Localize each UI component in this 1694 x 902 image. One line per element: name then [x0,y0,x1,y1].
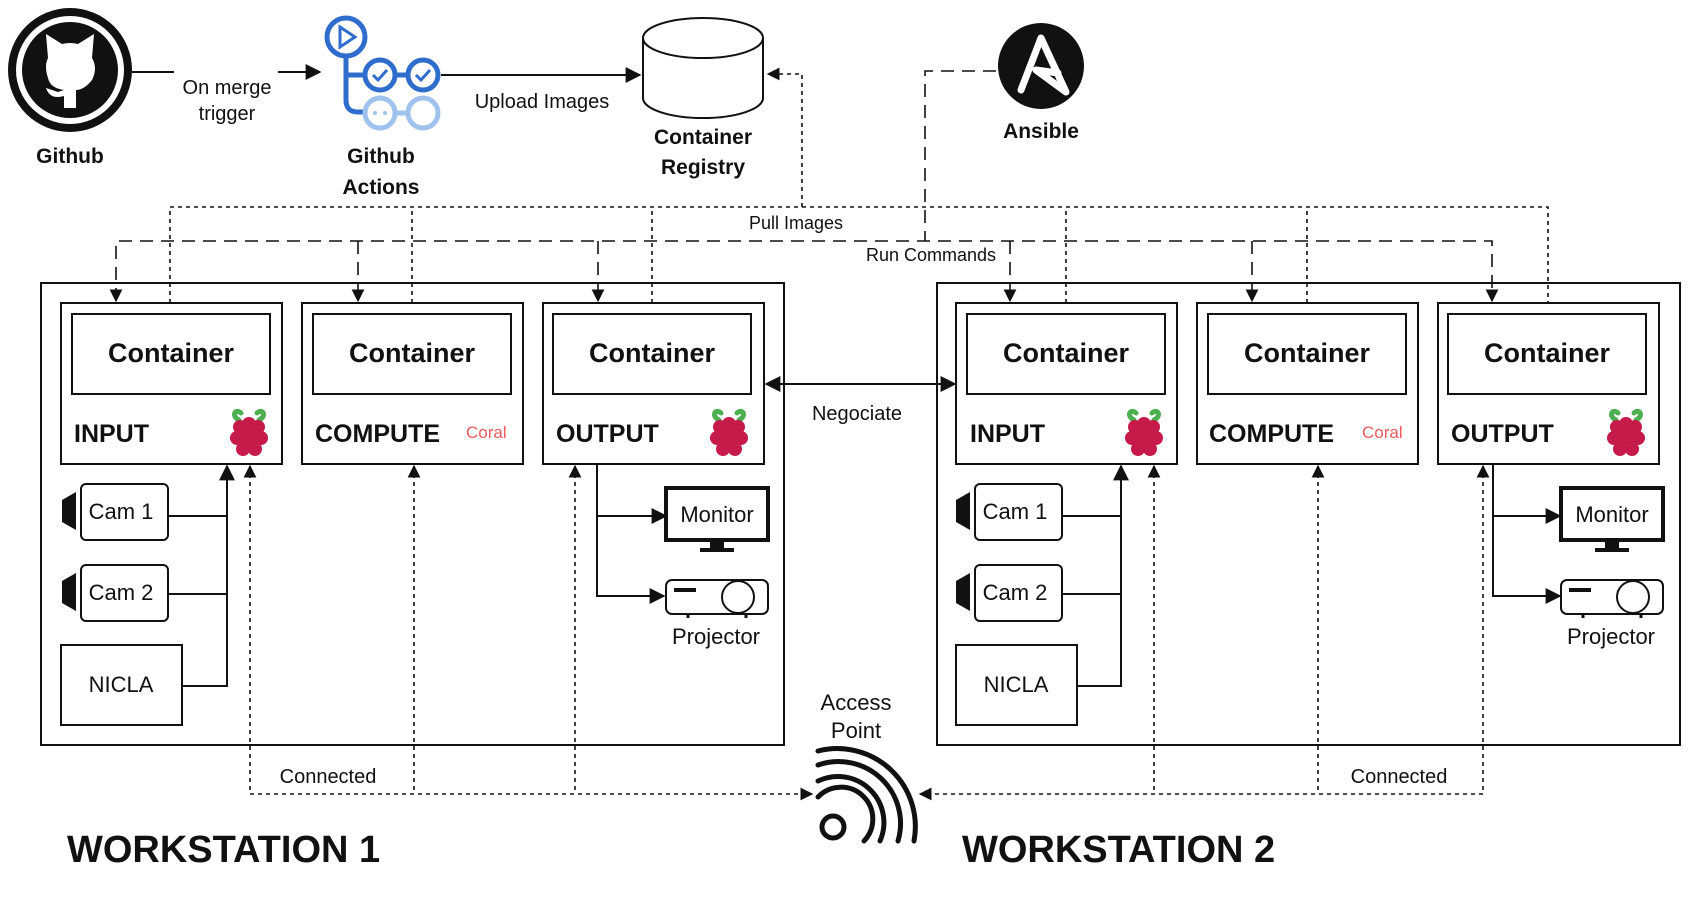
svg-text:NICLA: NICLA [89,672,154,697]
ws2-output-container-label: Container [1484,338,1611,368]
ws2-cam1: Cam 1 [956,483,1063,541]
run-commands-label: Run Commands [866,245,996,265]
workstation-2-title: WORKSTATION 2 [962,829,1275,871]
database-icon [642,17,764,119]
trigger-label-line1: On merge [183,77,272,99]
ws1-projector: Projector [664,578,770,649]
ws1-cam1: Cam 1 [62,483,169,541]
github-actions-icon [324,15,441,131]
ws1-compute-role: COMPUTE [315,420,440,448]
svg-text:Cam 1: Cam 1 [89,499,154,524]
ws2-output-role: OUTPUT [1451,420,1554,448]
ws2-input-node: Container INPUT [955,302,1178,465]
ansible-label: Ansible [1003,120,1079,143]
camera-icon [62,492,76,530]
svg-text:Projector: Projector [672,624,760,649]
ws2-monitor: Monitor [1559,486,1665,554]
ws1-nicla: NICLA [60,644,183,726]
ws1-input-container-label: Container [108,338,235,368]
connected-lines-ws2 [918,464,1490,801]
svg-text:NICLA: NICLA [984,672,1049,697]
camera-icon [62,573,76,611]
workstation-1-title: WORKSTATION 1 [67,829,380,871]
ws1-output-container-label: Container [589,338,716,368]
camera-icon [956,492,970,530]
ws2-nicla: NICLA [955,644,1078,726]
upload-label: Upload Images [475,91,610,113]
ws1-compute-container-label: Container [349,338,476,368]
ws1-connected-label: Connected [280,766,377,788]
ws1-input-node: Container INPUT [60,302,283,465]
ws2-compute-role: COMPUTE [1209,420,1334,448]
pull-images-label: Pull Images [749,213,843,233]
svg-text:Cam 2: Cam 2 [89,580,154,605]
ws1-cam2: Cam 2 [62,564,169,622]
svg-text:Projector: Projector [1567,624,1655,649]
ws2-input-container-label: Container [1003,338,1130,368]
ws2-compute-container-label: Container [1244,338,1371,368]
ws1-input-wiring [168,464,235,687]
github-actions-label-line1: Github [347,145,415,168]
ws2-input-role: INPUT [970,420,1045,448]
ws2-compute-node: Container COMPUTE Coral [1196,302,1419,465]
github-actions-label-line2: Actions [342,176,419,199]
negotiate-label: Negociate [812,403,902,425]
ws2-connected-label: Connected [1351,766,1448,788]
ws2-output-node: Container OUTPUT [1437,302,1660,465]
projector-icon [1559,578,1665,620]
ws1-monitor: Monitor [664,486,770,554]
ws1-output-role: OUTPUT [556,420,659,448]
github-icon [8,8,132,132]
connected-lines-ws1 [243,464,814,801]
ws1-compute-node: Container COMPUTE Coral [301,302,524,465]
pull-images-lines [169,67,1549,303]
ws1-input-role: INPUT [74,420,149,448]
ws2-cam2: Cam 2 [956,564,1063,622]
access-point-label-line2: Point [831,718,881,743]
github-label: Github [36,145,104,168]
svg-text:Cam 1: Cam 1 [983,499,1048,524]
run-commands-lines [109,70,1499,303]
ws1-output-wiring [596,464,668,604]
registry-label-line2: Registry [661,156,745,179]
svg-text:Monitor: Monitor [680,502,753,527]
access-point-label-line1: Access [821,690,892,715]
ws2-projector: Projector [1559,578,1665,649]
ws2-output-wiring [1492,464,1562,604]
coral-logo: Coral [1362,423,1403,442]
projector-icon [664,578,770,620]
ws1-output-node: Container OUTPUT [542,302,765,465]
svg-text:Cam 2: Cam 2 [983,580,1048,605]
coral-logo: Coral [466,423,507,442]
trigger-label-line2: trigger [199,103,256,125]
svg-text:Monitor: Monitor [1575,502,1648,527]
wifi-icon [815,746,918,844]
registry-label-line1: Container [654,126,752,149]
ansible-icon [998,23,1084,109]
camera-icon [956,573,970,611]
